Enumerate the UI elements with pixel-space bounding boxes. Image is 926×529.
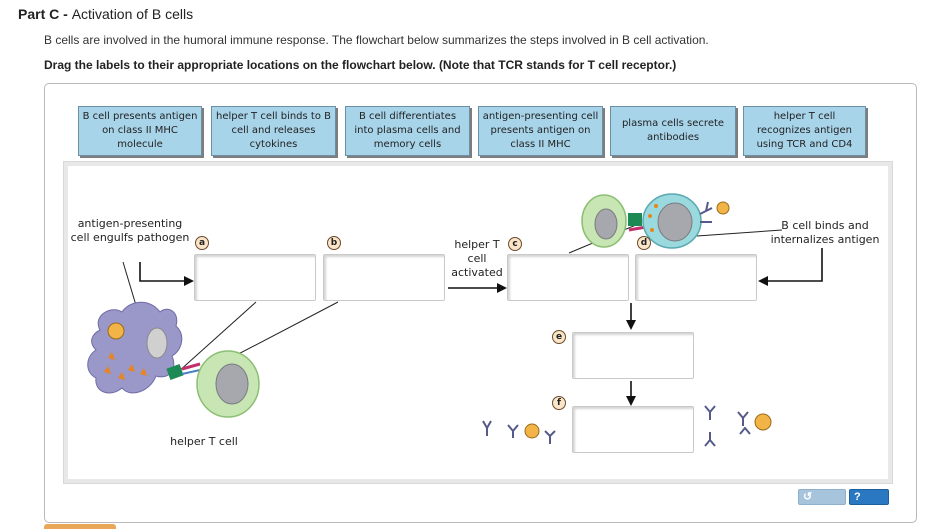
caption-apc-engulfs: antigen-presenting cell engulfs pathogen bbox=[70, 217, 190, 244]
caption-helper-t-cell: helper T cell bbox=[170, 435, 238, 448]
caption-helper-activated: helper T cell activated bbox=[451, 238, 503, 279]
reset-button[interactable]: ↺ reset bbox=[798, 489, 846, 518]
part-label: Part C bbox=[18, 6, 60, 22]
intro-text: B cells are involved in the humoral immu… bbox=[44, 33, 709, 47]
marker-a: a bbox=[195, 236, 209, 250]
marker-c: c bbox=[508, 237, 522, 251]
label-b-cell-presents-antigen[interactable]: B cell presents antigen on class II MHC … bbox=[78, 106, 202, 156]
marker-f: f bbox=[552, 396, 566, 410]
label-b-cell-differentiates[interactable]: B cell differentiates into plasma cells … bbox=[345, 106, 470, 156]
drop-target-d[interactable] bbox=[635, 254, 757, 301]
part-title-text: Activation of B cells bbox=[71, 6, 194, 22]
label-helper-t-recognizes[interactable]: helper T cell recognizes antigen using T… bbox=[743, 106, 866, 156]
help-button[interactable]: ? help bbox=[849, 489, 889, 518]
instructions-text: Drag the labels to their appropriate loc… bbox=[44, 58, 677, 72]
question-icon: ? bbox=[854, 491, 861, 503]
drop-target-b[interactable] bbox=[323, 254, 445, 301]
drop-target-f[interactable] bbox=[572, 406, 694, 453]
label-apc-presents-antigen[interactable]: antigen-presenting cell presents antigen… bbox=[478, 106, 603, 156]
part-title: Part C - Activation of B cells bbox=[18, 6, 193, 22]
marker-e: e bbox=[552, 330, 566, 344]
undo-arrow-icon: ↺ bbox=[803, 491, 813, 503]
bottom-tab[interactable] bbox=[44, 524, 116, 529]
label-plasma-cells-secrete[interactable]: plasma cells secrete antibodies bbox=[610, 106, 736, 156]
drop-target-a[interactable] bbox=[194, 254, 316, 301]
label-helper-t-binds-b-cell[interactable]: helper T cell binds to B cell and releas… bbox=[211, 106, 336, 156]
caption-b-cell-binds: B cell binds and internalizes antigen bbox=[770, 219, 880, 246]
reset-label: reset bbox=[803, 506, 830, 518]
help-label: help bbox=[854, 506, 877, 518]
title-separator: - bbox=[59, 6, 72, 22]
marker-d: d bbox=[637, 236, 651, 250]
drop-target-e[interactable] bbox=[572, 332, 694, 379]
marker-b: b bbox=[327, 236, 341, 250]
drop-target-c[interactable] bbox=[507, 254, 629, 301]
